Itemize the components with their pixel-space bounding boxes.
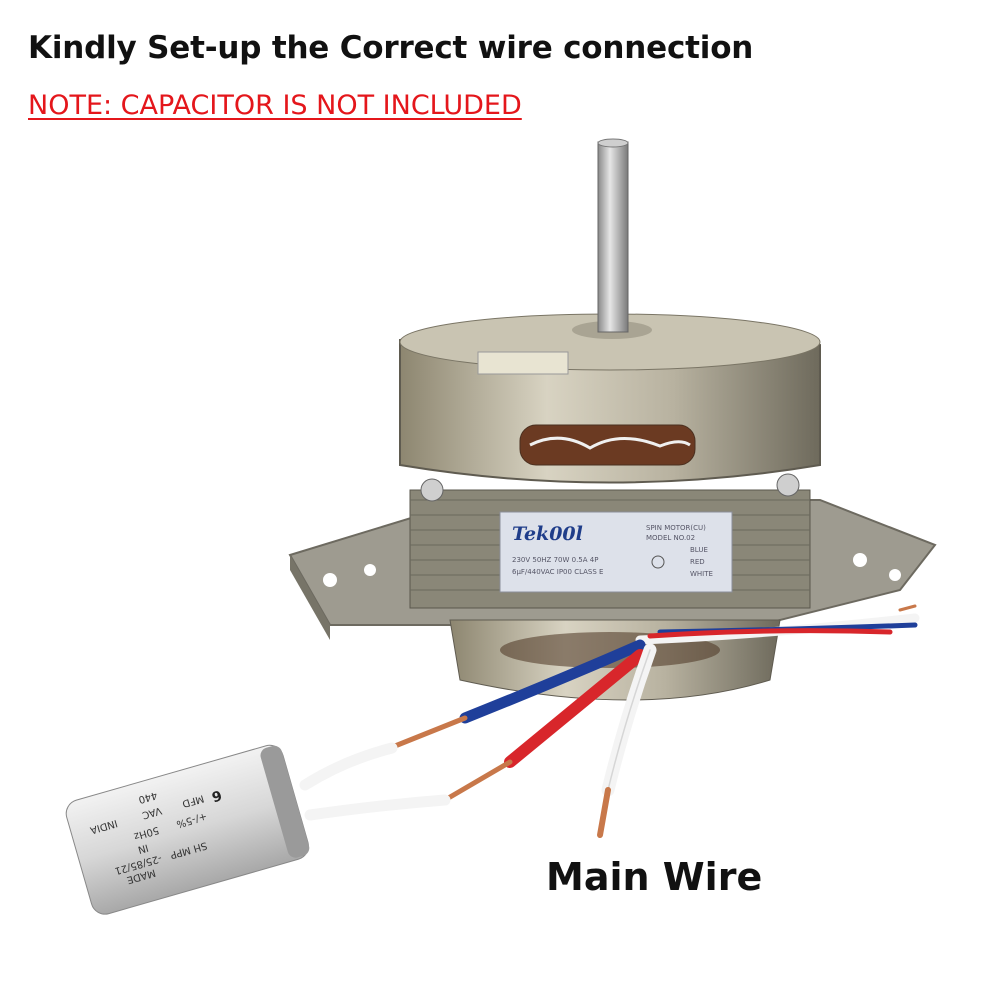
cap-mfd-value: 6 — [210, 786, 224, 804]
plate-title: SPIN MOTOR(CU) — [646, 524, 706, 532]
upper-housing — [399, 313, 821, 484]
cap-vac: VAC — [141, 804, 163, 820]
cap-vac-value: 440 — [137, 789, 158, 805]
wire-blue — [387, 639, 646, 751]
cap-in: IN — [136, 841, 149, 854]
capacitor-leads — [299, 742, 451, 821]
wire-bundle-right — [635, 604, 920, 645]
plate-spec-2: 6μF/440VAC IP00 CLASS E — [512, 568, 603, 576]
headline: Kindly Set-up the Correct wire connectio… — [28, 30, 754, 66]
plate-spec-1: 230V 50HZ 70W 0.5A 4P — [512, 556, 598, 564]
motor-nameplate: Tek00l SPIN MOTOR(CU) MODEL NO.02 230V 5… — [499, 511, 733, 593]
capacitor: MADE SH MPP -25/85/21 IN +/-5% 50Hz 6 MF… — [65, 744, 310, 915]
wire-white-main — [597, 643, 657, 838]
plate-wire-blue: BLUE — [690, 546, 708, 554]
motor-shaft — [597, 138, 629, 333]
main-wire-label: Main Wire — [546, 855, 763, 899]
plate-model: MODEL NO.02 — [646, 534, 695, 542]
motor-brand: Tek00l — [512, 523, 583, 545]
plate-wire-white: WHITE — [690, 570, 713, 578]
plate-wire-red: RED — [690, 558, 705, 566]
wire-red — [442, 649, 646, 803]
capacitor-note: NOTE: CAPACITOR IS NOT INCLUDED — [28, 90, 522, 121]
